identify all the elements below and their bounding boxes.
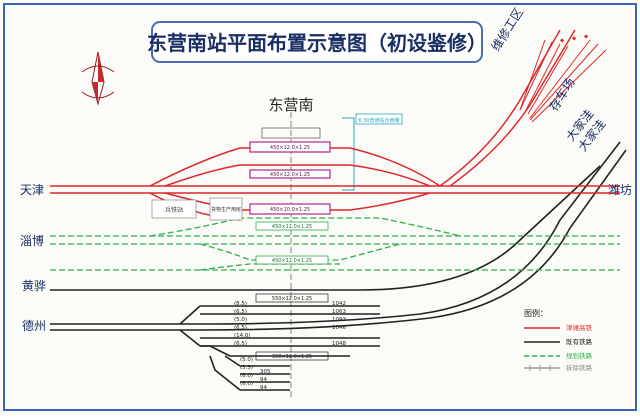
station-name: 东营南 — [268, 96, 313, 114]
freight-label: 货物生产用房 — [211, 206, 241, 213]
depot-markers: ⬥ ⬥ ⬥ — [560, 33, 589, 44]
platform-label: 450×12.0×1.25 — [270, 145, 310, 151]
track-label: (6.5) — [234, 309, 247, 315]
outer-frame — [3, 3, 637, 411]
lower-platform-2 — [255, 351, 329, 361]
svg-text:⬥: ⬥ — [572, 35, 577, 42]
platform-label: 450×10.0×1.25 — [270, 207, 310, 213]
dir-huangye: 黄骅 — [22, 279, 46, 293]
canopy-annotation: 6.30普通站台雨棚 — [342, 113, 403, 191]
station-building — [261, 127, 321, 139]
track-label: (6.0) — [240, 381, 253, 387]
legend-label: 津潍高铁 — [566, 323, 593, 332]
track-length: 1042 — [332, 301, 346, 307]
legend: 图例： 津潍高铁 既有铁路 规划铁路 拆除铁路 — [524, 308, 593, 372]
lower-track-labels: (8.5) (6.5) (5.0) (6.5) (14.0) (6.5) (5.… — [234, 301, 346, 391]
lower-platform — [255, 293, 329, 303]
dir-weifang: 潍坊 — [608, 182, 632, 197]
legend-label: 拆除铁路 — [566, 363, 593, 372]
track-short: 305 — [260, 369, 271, 375]
north-arrow-icon — [81, 51, 115, 106]
direction-labels: 天津 潍坊 淄博 黄骅 德州 — [20, 182, 632, 333]
page-title: 东营南站平面布置示意图（初设鉴修） — [147, 31, 487, 55]
platform-3 — [249, 203, 331, 215]
planned-railway — [50, 217, 620, 271]
track-label: (6.0) — [240, 373, 253, 379]
track-length: 1048 — [332, 341, 346, 347]
existing-railway — [50, 141, 627, 391]
police-building — [151, 199, 197, 219]
svg-text:⬥: ⬥ — [584, 33, 589, 40]
canopy-label: 6.30普通站台雨棚 — [358, 117, 399, 124]
dir-depot: 维修工区 — [488, 5, 526, 54]
track-label: (6.5) — [234, 325, 247, 331]
planned-platform-label-2: 450×12.0×1.25 — [272, 258, 312, 264]
track-label: (5.0) — [234, 317, 247, 323]
legend-cross-marks — [529, 365, 551, 371]
lower-platform-label: 550×12.0×1.25 — [272, 296, 312, 302]
dir-tianjin: 天津 — [20, 183, 44, 197]
track-label: (14.0) — [234, 333, 251, 339]
track-length: 1063 — [332, 309, 346, 315]
dir-dezhou: 德州 — [22, 318, 46, 333]
track-length: 1093 — [332, 317, 346, 323]
depot-tracks — [519, 39, 607, 123]
planned-platform-2 — [255, 255, 329, 265]
track-label: (6.5) — [234, 341, 247, 347]
track-short: 94 — [260, 385, 267, 391]
legend-label: 既有铁路 — [566, 337, 593, 346]
track-length: 1046 — [332, 325, 346, 331]
dir-storage: 存车场 — [546, 75, 578, 113]
track-label: (8.5) — [234, 301, 247, 307]
track-label: (5.5) — [240, 365, 253, 371]
track-label: (5.0) — [240, 357, 253, 363]
title-box — [151, 21, 483, 63]
platform-label: 450×12.0×1.25 — [270, 172, 310, 178]
lower-platform-label-2: 350×12.0×1.25 — [272, 354, 312, 360]
freight-building — [209, 197, 243, 221]
planned-platform-label: 450×12.0×1.25 — [272, 224, 312, 230]
legend-label: 规划铁路 — [566, 351, 593, 360]
police-label: 兵铁站 — [165, 206, 183, 214]
legend-title: 图例： — [524, 308, 548, 318]
track-short: 94 — [260, 377, 267, 383]
platforms: 450×12.0×1.25 450×12.0×1.25 450×10.0×1.2… — [249, 141, 331, 215]
platform-1 — [249, 141, 331, 153]
dir-zibo: 淄博 — [20, 233, 44, 248]
svg-text:⬥: ⬥ — [560, 37, 565, 44]
platform-2 — [249, 169, 331, 179]
planned-platform — [255, 221, 329, 231]
highspeed-railway — [50, 29, 620, 221]
